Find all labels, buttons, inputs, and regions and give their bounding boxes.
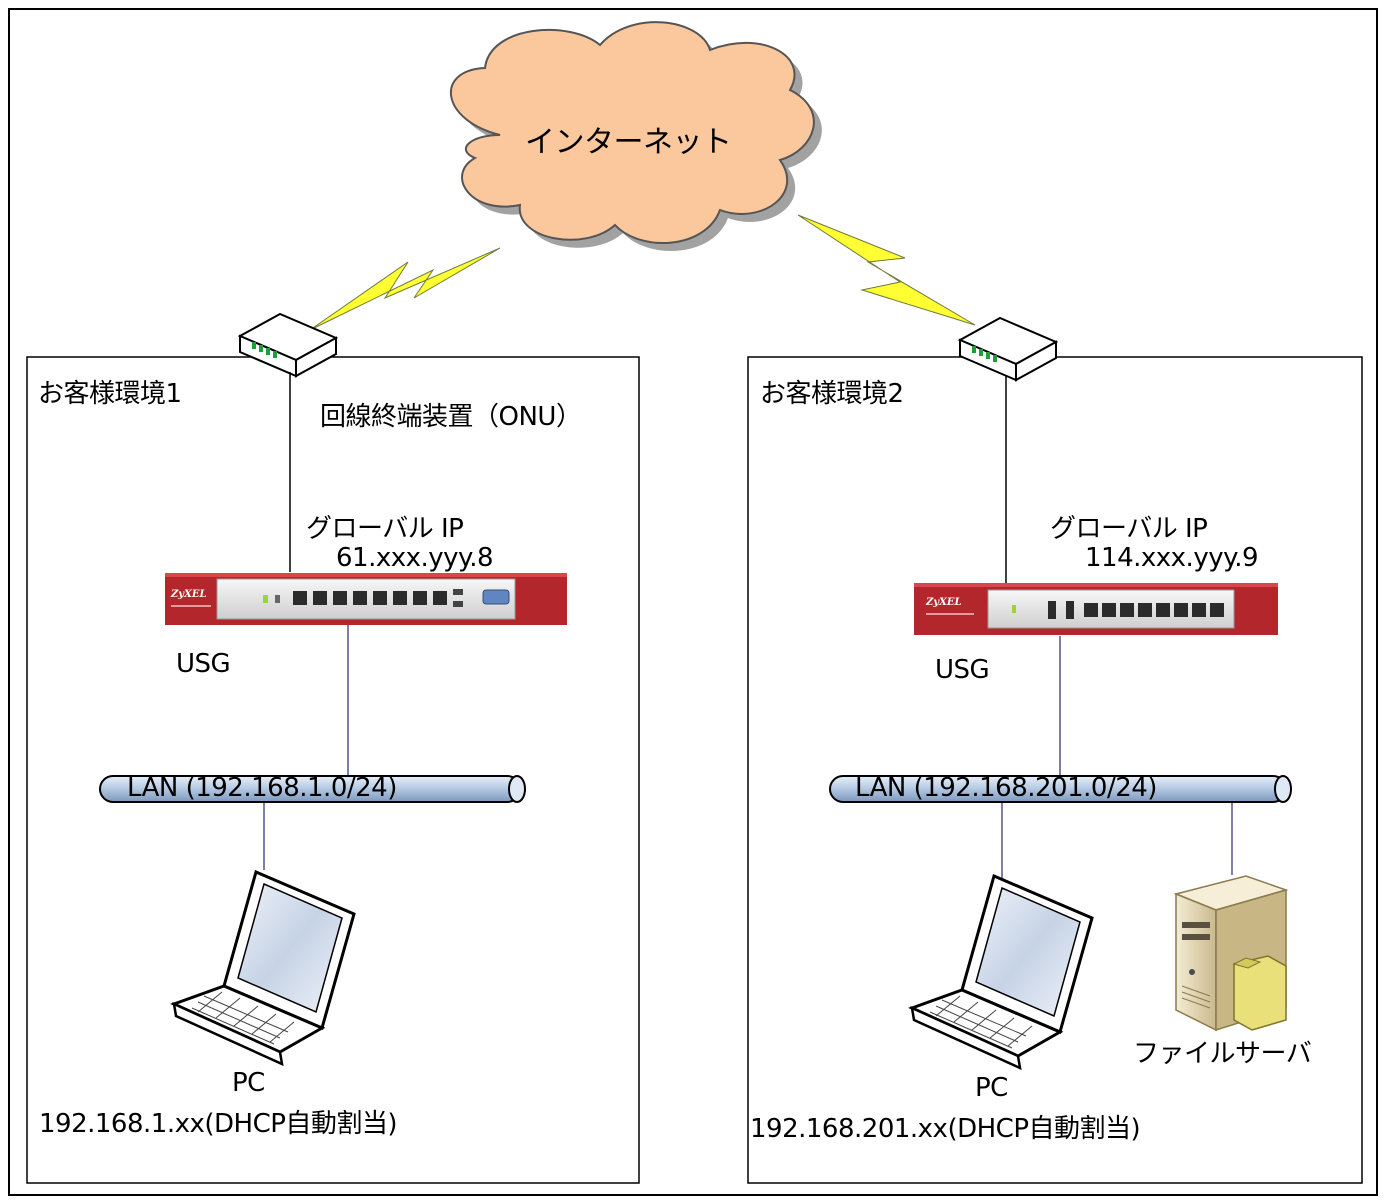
- lightning-right: [797, 214, 976, 326]
- site2-global-ip-label: グローバル IP: [1050, 514, 1208, 544]
- site2-pc-ip: 192.168.201.xx(DHCP自動割当): [750, 1114, 1141, 1144]
- laptop-icon-1: [170, 869, 356, 1067]
- lan-pipe-2: [829, 775, 1292, 803]
- site1-title: お客様環境1: [38, 379, 182, 409]
- site1-pc-label: PC: [232, 1068, 265, 1098]
- site2-title: お客様環境2: [760, 379, 904, 409]
- site1-usg-label: USG: [176, 649, 231, 679]
- site1-global-ip-value: 61.xxx.yyy.8: [336, 543, 494, 573]
- site2-usg-label: USG: [935, 655, 990, 685]
- site2-global-ip-value: 114.xxx.yyy.9: [1085, 543, 1259, 573]
- svg-text:ZyXEL: ZyXEL: [170, 589, 207, 600]
- lan-pipe-1: [99, 775, 526, 803]
- internet-label: インターネット: [525, 125, 732, 160]
- lightning-left: [309, 247, 501, 331]
- site1-box: [26, 356, 640, 1184]
- site1-lan-label: LAN (192.168.1.0/24): [127, 773, 397, 803]
- site1-pc-ip: 192.168.1.xx(DHCP自動割当): [39, 1109, 398, 1139]
- usg-router-2: ZyXEL: [914, 583, 1278, 635]
- file-server-icon: [1173, 875, 1289, 1032]
- internet-cloud: [449, 21, 822, 252]
- onu-label: 回線終端装置（ONU）: [320, 402, 582, 432]
- laptop-icon-2: [908, 873, 1094, 1071]
- site1-global-ip-label: グローバル IP: [306, 514, 464, 544]
- site2-pc-label: PC: [975, 1073, 1008, 1103]
- file-server-label: ファイルサーバ: [1133, 1039, 1312, 1069]
- onu-device-2: [957, 316, 1059, 382]
- site2-lan-label: LAN (192.168.201.0/24): [855, 773, 1157, 803]
- outer-frame: [8, 8, 1378, 1196]
- svg-text:ZyXEL: ZyXEL: [925, 597, 962, 608]
- usg-router-1: ZyXEL: [165, 573, 567, 625]
- onu-device-1: [237, 312, 339, 378]
